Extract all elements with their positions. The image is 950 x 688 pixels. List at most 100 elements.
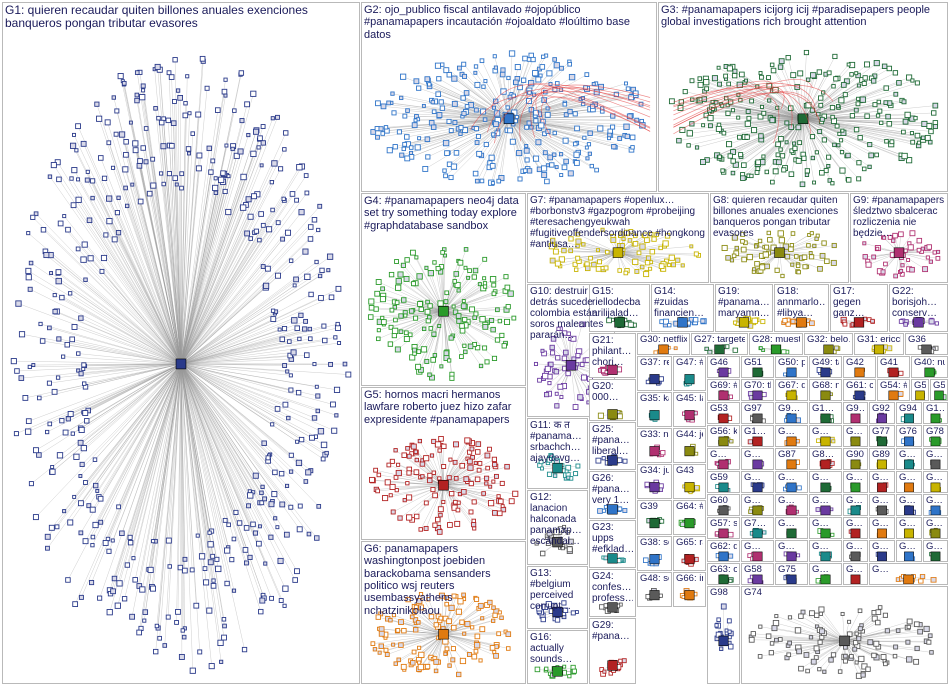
g1-node (45, 534, 50, 539)
g1-node (246, 197, 251, 202)
group-panel-g1: G1: quieren recaudar quiten billones anu… (2, 2, 360, 684)
g2-node (508, 128, 513, 133)
g1-node (186, 75, 189, 78)
g1-node (275, 407, 280, 412)
g6-node (384, 648, 388, 652)
g1-node (111, 539, 114, 542)
g3-node (820, 170, 825, 175)
g1-node (83, 411, 88, 416)
group-label-g54: G54: #tro… (880, 381, 907, 391)
group-label-g31: G31: ericchris… (857, 335, 901, 345)
g8-node (722, 245, 727, 250)
g4-node (375, 291, 380, 296)
g45-nodes (682, 410, 697, 422)
g4-node (512, 316, 516, 320)
group-panel-g26: G26: #pana… very 1… (589, 471, 636, 519)
g57-node (728, 532, 733, 537)
g5-node (383, 495, 388, 500)
g4-node (425, 309, 430, 314)
g1-node (282, 326, 286, 330)
g5-node (453, 460, 457, 464)
group-label-g1: G1: quieren recaudar quiten billones anu… (5, 4, 357, 31)
g2-node (445, 151, 450, 156)
g2-node (536, 77, 541, 82)
g30-node (674, 347, 677, 350)
g4-node (377, 329, 380, 332)
g30-hub-node (659, 345, 669, 354)
g5-node (475, 450, 480, 455)
g39-hub-node (650, 518, 659, 527)
g3-node (837, 144, 840, 147)
g1-node (318, 274, 321, 277)
g1-node (309, 435, 314, 440)
g7-node (574, 268, 578, 271)
g2-hub-node (504, 114, 514, 124)
g8-node (785, 254, 789, 258)
g2-node (497, 179, 501, 183)
g2-node (464, 91, 469, 96)
g1-node (130, 614, 135, 619)
g1-node (226, 209, 231, 214)
g1-node (303, 249, 308, 254)
g1-edge (81, 364, 181, 374)
g1-node (279, 599, 283, 603)
group-label-g68: G68: narc… (812, 381, 839, 391)
g6-node (472, 654, 477, 659)
g2-node (523, 56, 528, 61)
g1-node (66, 417, 70, 421)
g6-node (399, 620, 404, 625)
g1-node (257, 146, 260, 149)
g5-node (497, 495, 500, 498)
g4-node (472, 275, 476, 279)
g5-node (454, 500, 458, 504)
group-panel-g32: G32: belo… (804, 333, 853, 355)
g1-node (96, 489, 99, 492)
g1-node (41, 227, 46, 232)
g4-node (369, 305, 374, 310)
g27-hub-node (715, 345, 725, 354)
group-label-g66: G66: inve… (676, 574, 703, 584)
g1-node (234, 510, 238, 514)
g2-node (474, 71, 477, 74)
g3-node (702, 124, 705, 127)
g1-node (95, 102, 99, 106)
g2-node (585, 146, 588, 149)
group-label-g45: G45: late… (676, 394, 703, 404)
group-panel-g34: G34: justic… maur… (637, 464, 672, 499)
g1-node (173, 176, 178, 181)
g3-node (811, 73, 816, 78)
g1-node (78, 440, 83, 445)
g37-nodes (646, 374, 663, 385)
group-panel-g57: G57: ser… (707, 517, 740, 539)
g4-node (433, 261, 436, 264)
g2-node (474, 108, 478, 112)
g1-node (331, 402, 336, 407)
g1-node (271, 423, 274, 426)
g1-node (269, 535, 273, 539)
g2-node (546, 164, 549, 167)
g54-nodes (889, 391, 903, 400)
g4-node (401, 298, 406, 303)
g5-node (468, 465, 473, 470)
g6-node (419, 652, 424, 657)
g7-node (576, 256, 580, 260)
g4-node (474, 312, 478, 316)
g1-node (289, 374, 292, 377)
g1-node (238, 149, 243, 154)
g2-node (542, 173, 547, 178)
g2-node (559, 153, 562, 156)
g2-node (585, 73, 589, 77)
group-label-g11: G11: क त #panama… srbachch… ajaydevg… (530, 420, 585, 464)
g1-node (25, 429, 30, 434)
g2-node (575, 126, 580, 131)
group-label-g51: G51 (744, 358, 771, 368)
g3-node (759, 72, 762, 75)
g1-node (305, 274, 310, 279)
g2-node (475, 179, 479, 183)
g46-nodes (717, 368, 730, 377)
g3-node (915, 133, 920, 138)
g2-node (533, 71, 538, 76)
g1-node (218, 177, 223, 182)
g36-nodes (918, 345, 938, 354)
g2-node (429, 120, 434, 125)
